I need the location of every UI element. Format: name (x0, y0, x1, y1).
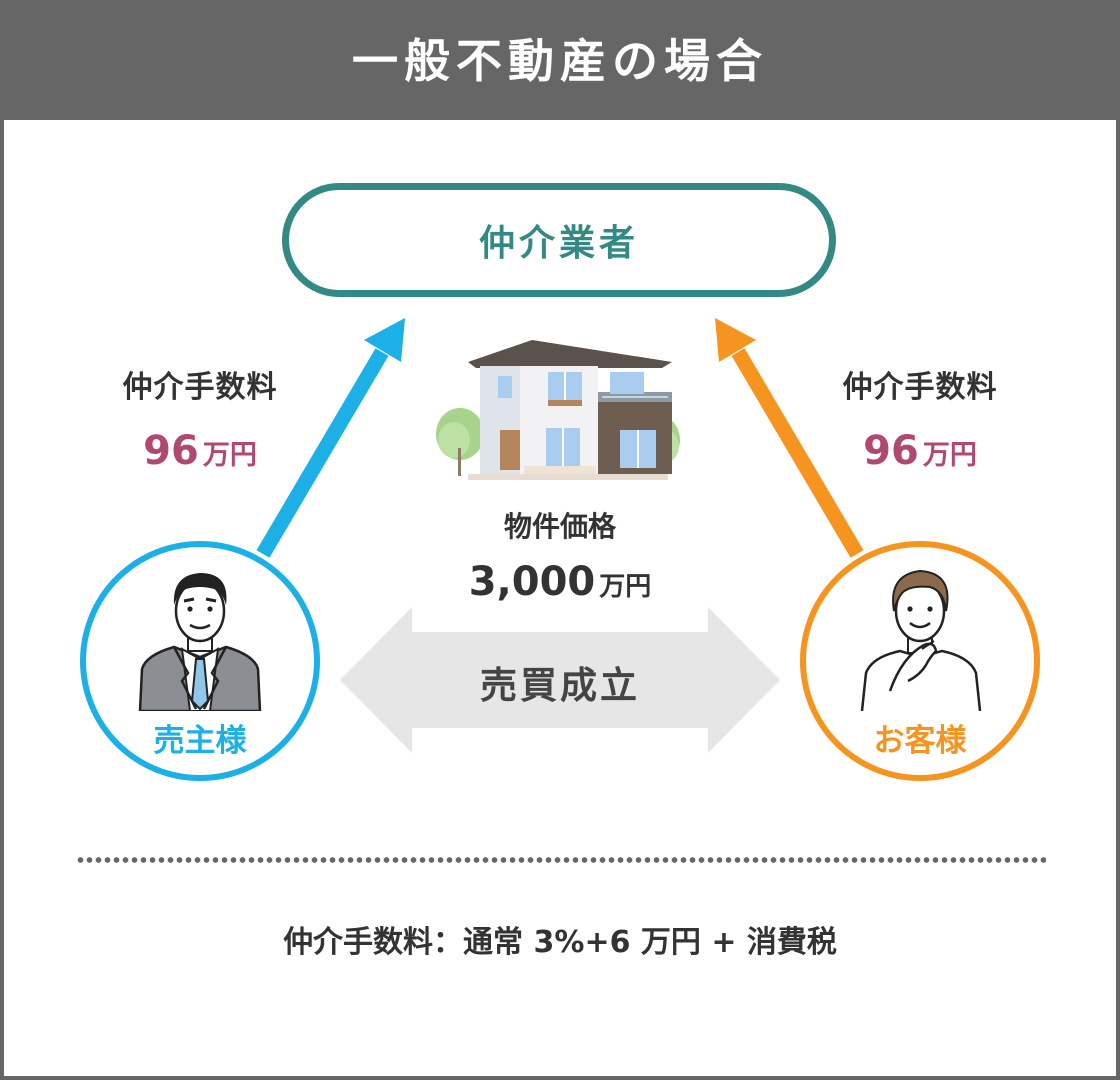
seller-fee-arrow (256, 318, 405, 558)
seller-label: 売主様 (153, 723, 247, 759)
businessman-icon (138, 573, 262, 711)
seller-fee-value: 96 (143, 428, 199, 474)
property-price-unit: 万円 (599, 572, 652, 602)
property-price-value: 3,000 (468, 559, 596, 605)
customer-thinking-icon (860, 569, 982, 711)
buyer-fee-unit: 万円 (922, 440, 977, 471)
deal-label: 売買成立 (480, 664, 640, 707)
buyer-label: お客様 (873, 723, 967, 759)
buyer-fee-label: 仲介手数料 (842, 370, 998, 405)
property-price-label: 物件価格 (503, 510, 616, 543)
broker-label: 仲介業者 (478, 223, 639, 264)
buyer-fee-arrow (715, 318, 864, 558)
header-bar: 一般不動産の場合 (0, 0, 1120, 120)
seller-fee-label: 仲介手数料 (122, 370, 278, 405)
seller-circle: 売主様 (80, 541, 320, 781)
deal-double-arrow (340, 607, 780, 753)
broker-box: 仲介業者 (282, 183, 836, 297)
dotted-divider (76, 856, 1046, 864)
buyer-fee-value: 96 (863, 428, 919, 474)
page-title: 一般不動産の場合 (352, 34, 768, 88)
buyer-circle: お客様 (800, 541, 1040, 781)
house-icon (436, 340, 680, 480)
seller-fee-unit: 万円 (202, 440, 257, 471)
fee-note: 仲介手数料：通常 3%+6 万円 + 消費税 (283, 925, 837, 960)
